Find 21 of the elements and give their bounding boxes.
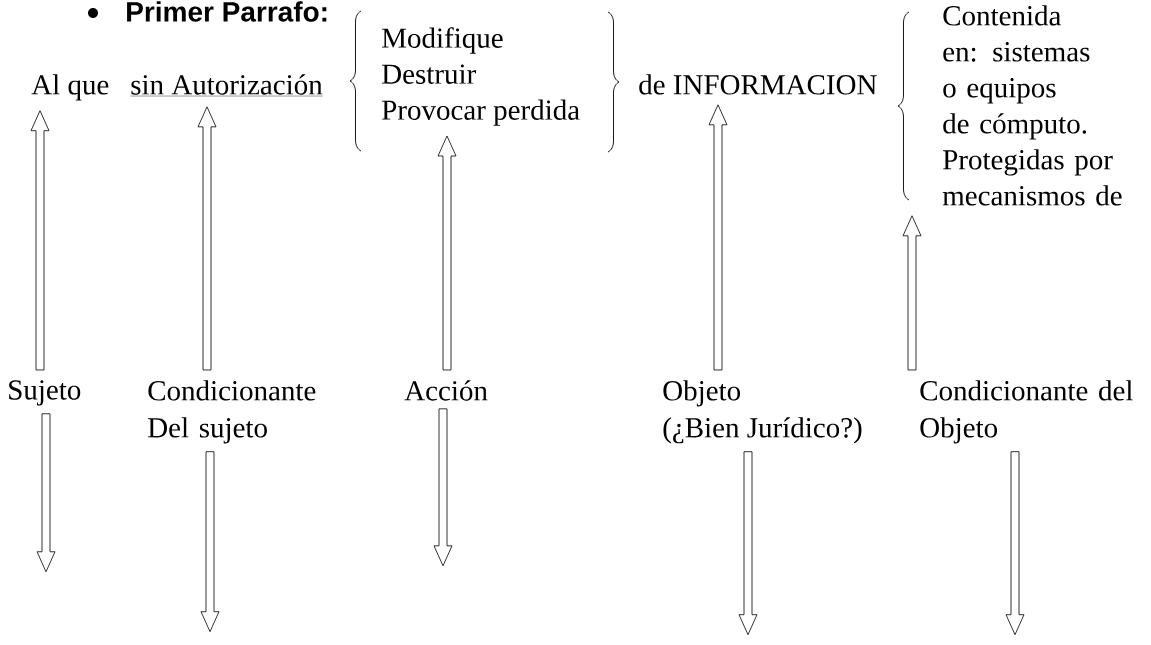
- role-label: Condicionante del Objeto: [920, 380, 1133, 444]
- block-arrow: [902, 215, 922, 371]
- action-list: Modifique Destruir Provocar perdida: [382, 27, 580, 126]
- block-arrow: [738, 451, 758, 636]
- role-label: Acción: [404, 380, 488, 401]
- block-arrow: [1005, 451, 1025, 636]
- block-arrow: [36, 413, 56, 573]
- role-label: Condicionante Del sujeto: [148, 380, 316, 444]
- object-text: de INFORMACION: [639, 74, 877, 95]
- title: Primer Parrafo:: [127, 1, 327, 22]
- block-arrow: [433, 408, 453, 567]
- block-arrow: [200, 451, 220, 633]
- role-label: Sujeto: [9, 380, 81, 406]
- block-arrow: [30, 110, 50, 371]
- role-label: Objeto (¿Bien Jurídico?): [663, 380, 862, 444]
- block-arrow: [197, 106, 217, 371]
- block-arrow: [708, 104, 728, 371]
- underlined-text: sin Autorización: [130, 74, 323, 97]
- condition-text: Contenida en: sistemas o equipos de cómputo. Protegidas por mecanismos de: [942, 5, 1122, 206]
- block-arrow: [437, 135, 457, 371]
- phrase-text: Al que: [31, 74, 109, 101]
